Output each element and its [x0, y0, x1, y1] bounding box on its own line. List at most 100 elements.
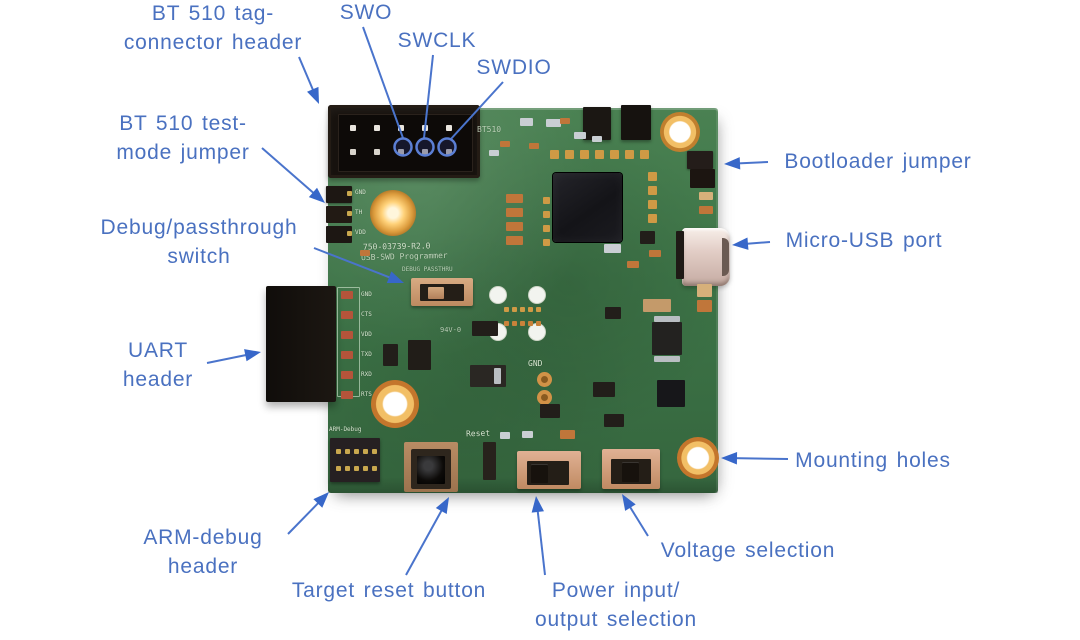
callout-text: SWCLK [397, 29, 477, 52]
passive-component [697, 284, 712, 297]
connector-pin [446, 149, 452, 155]
callout-text: connector header [123, 31, 303, 54]
silkscreen-uart-pin-label: RTS [361, 391, 372, 398]
header-pin [336, 449, 341, 454]
callout-uart-header: UART header [123, 336, 193, 394]
silkscreen-uart-pin-label: RXD [361, 371, 372, 378]
passive-component [697, 300, 712, 312]
uart-solder-pad [341, 291, 353, 299]
callout-text: Power input/ [551, 579, 681, 602]
callout-micro-usb-port: Micro-USB port [786, 226, 943, 255]
passive-component [520, 118, 533, 126]
solder-pad [512, 307, 517, 312]
gnd-pad [537, 390, 552, 405]
passive-component [604, 244, 621, 253]
connector-pin [446, 125, 452, 131]
solder-pad [565, 150, 574, 159]
header-pin [354, 449, 359, 454]
callout-debug-passthrough-switch: Debug/passthrough switch [101, 213, 298, 271]
passive-component [360, 250, 370, 256]
uart-solder-pad [341, 391, 353, 399]
power-select-switch-knob [531, 464, 548, 483]
passive-component [605, 307, 621, 319]
callout-text: Voltage selection [660, 539, 836, 562]
silkscreen-test-jumper-pin-label: VDD [355, 229, 366, 236]
silkscreen-gnd-label: GND [528, 359, 543, 368]
uart-solder-pad [341, 311, 353, 319]
top-jumper-block [621, 105, 651, 140]
callout-text: Mounting holes [795, 449, 951, 472]
connector-pin [374, 125, 380, 131]
uart-solder-pad [341, 351, 353, 359]
resistor [506, 208, 523, 217]
callout-text: Debug/passthrough [100, 216, 298, 239]
callout-text: BT 510 test- [119, 112, 247, 135]
passive-component [472, 321, 498, 336]
silkscreen-switch-label: DEBUG PASSTHRU [402, 266, 453, 273]
passive-component [529, 143, 539, 149]
solder-pad [543, 197, 550, 204]
passive-component [604, 414, 624, 427]
callout-power-select: Power input/ output selection [535, 576, 697, 634]
passive-component [699, 206, 713, 214]
test-mode-jumper [326, 206, 352, 223]
bootloader-jumper [687, 151, 713, 169]
callout-mounting-holes: Mounting holes [795, 446, 951, 475]
connector-pin [422, 125, 428, 131]
resistor [506, 222, 523, 231]
passive-component [500, 141, 510, 147]
callout-swclk: SWCLK [398, 26, 477, 55]
solder-pad [625, 150, 634, 159]
passive-component [546, 119, 561, 127]
solder-pad [543, 239, 550, 246]
callout-arm-debug-header: ARM-debug header [143, 523, 262, 581]
callout-text: SWO [339, 1, 393, 24]
solder-pad [504, 307, 509, 312]
solder-pad [648, 214, 657, 223]
solder-pad [580, 150, 589, 159]
passive-component [643, 299, 671, 312]
passive-component [574, 132, 586, 139]
callout-text: UART [127, 339, 188, 362]
callout-text: Target reset button [291, 579, 487, 602]
silkscreen-uart-pin-label: CTS [361, 311, 372, 318]
header-pin [372, 449, 377, 454]
header-pin [354, 466, 359, 471]
target-reset-button-cap [417, 456, 445, 484]
passive-component [654, 316, 680, 322]
passive-component [657, 380, 685, 407]
callout-text: SWDIO [476, 56, 552, 79]
connector-pin [422, 149, 428, 155]
passive-component [489, 150, 499, 156]
silkscreen-uart-pin-label: GND [361, 291, 372, 298]
bootloader-jumper [690, 169, 715, 188]
gnd-pad [537, 372, 552, 387]
test-pad [529, 324, 545, 340]
solder-pad [595, 150, 604, 159]
passive-component [649, 250, 661, 257]
header-pin [345, 466, 350, 471]
connector-pin [398, 125, 404, 131]
connector-pin [350, 149, 356, 155]
callout-text: header [167, 555, 239, 578]
solder-pad [648, 200, 657, 209]
callout-text: output selection [535, 608, 697, 631]
uart-header-connector [266, 286, 336, 402]
connector-pin [398, 149, 404, 155]
passive-component [640, 231, 655, 244]
solder-pad [520, 307, 525, 312]
passive-component [522, 431, 533, 438]
silkscreen-test-jumper-pin-label: TH [355, 209, 363, 216]
silkscreen-uart-pin-label: TXD [361, 351, 372, 358]
solder-pad [520, 321, 525, 326]
callout-tag-connector-header: BT 510 tag- connector header [124, 0, 302, 57]
silkscreen-test-jumper-pin-label: GND [355, 189, 366, 196]
solder-pad [504, 321, 509, 326]
callout-text: BT 510 tag- [151, 2, 275, 25]
mounting-hole-top-right [660, 112, 700, 152]
solder-pad [610, 150, 619, 159]
callout-text: switch [167, 245, 231, 268]
passive-component [593, 382, 615, 397]
